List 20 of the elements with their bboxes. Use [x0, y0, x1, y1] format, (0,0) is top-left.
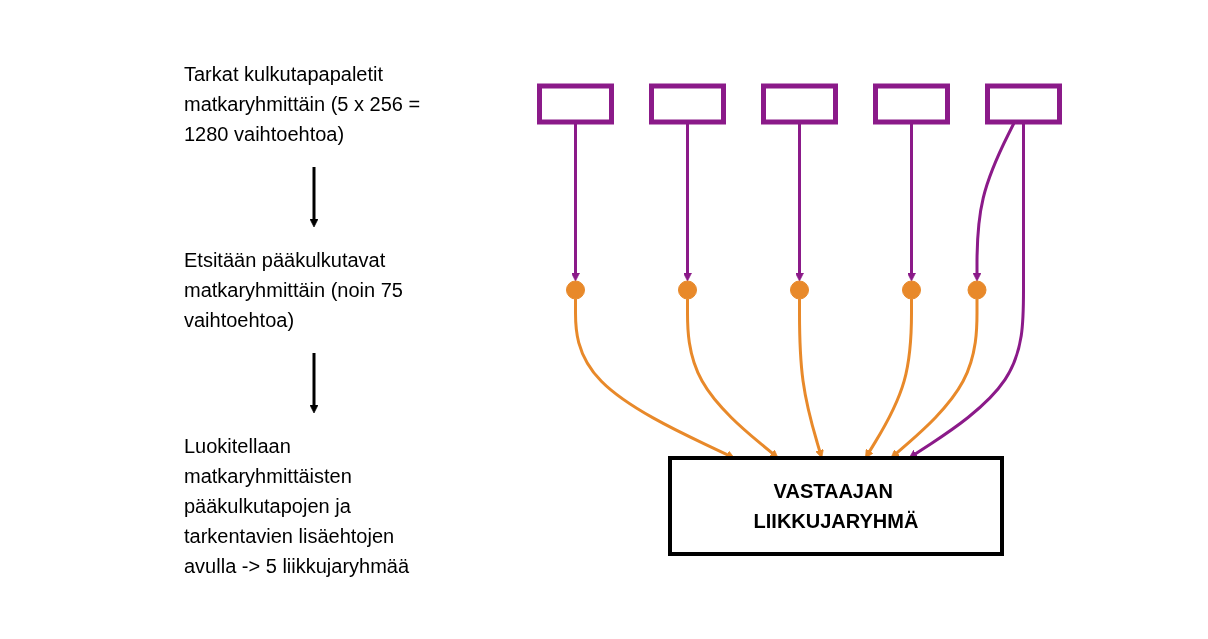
node-circle — [967, 280, 987, 299]
node-circle — [790, 280, 810, 299]
arrow — [309, 166, 319, 227]
arrow — [686, 298, 779, 458]
node-text: Luokitellaan matkaryhmittäisten pääkulkutapojen ja tarkentavien lisäehtojen avulla -> 5 liikkujaryhmää — [184, 434, 410, 577]
node-circle — [566, 280, 586, 299]
arrow — [309, 352, 319, 413]
node-circle — [902, 280, 922, 299]
node-box — [537, 83, 615, 124]
arrow — [798, 298, 824, 458]
node-text: Tarkat kulkutapapaletit matkaryhmittäin (5 x 256 = 1280 vaihtoehtoa) — [184, 62, 421, 145]
node-box — [873, 83, 951, 124]
node-text: Etsitään pääkulkutavat matkaryhmittäin (noin 75 vaihtoehtoa) — [184, 248, 404, 331]
node-circle — [678, 280, 698, 299]
arrow — [890, 298, 979, 458]
node-box — [985, 83, 1063, 124]
arrow — [865, 298, 914, 458]
node-box — [649, 83, 727, 124]
node-box: VASTAAJAN LIIKKUJARYHMÄ — [668, 455, 1005, 556]
node-box — [761, 83, 839, 124]
